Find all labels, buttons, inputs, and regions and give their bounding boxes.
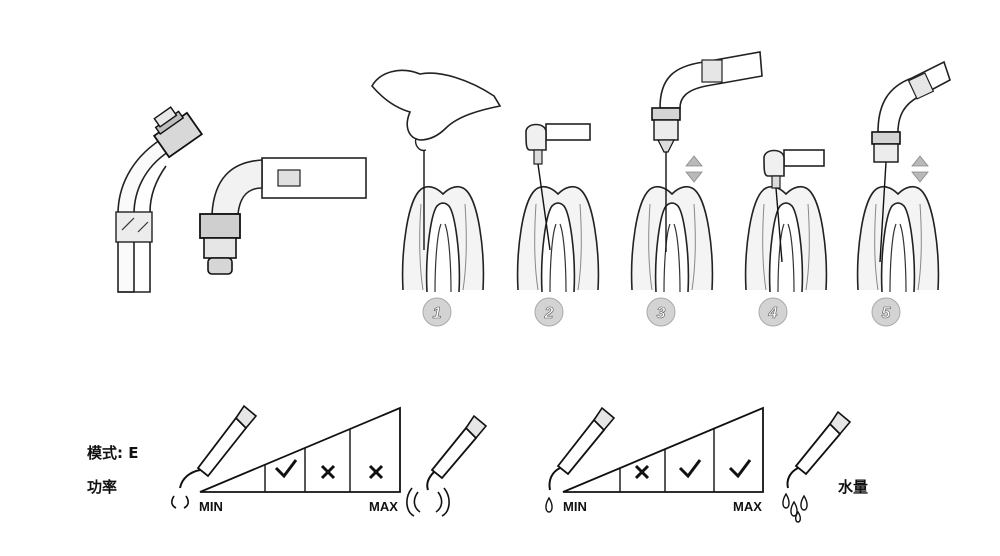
power-mark-2-cross <box>320 464 336 480</box>
step-number-5: 5 <box>882 305 892 322</box>
water-panel <box>545 406 852 523</box>
step-badge-3 <box>646 297 676 327</box>
power-mark-1-check <box>274 459 298 479</box>
step-5-illustration <box>856 60 951 293</box>
power-min-tip-icon <box>171 404 258 509</box>
step-badge-1 <box>422 297 452 327</box>
power-label: 功率 <box>87 478 118 496</box>
step-number-4: 4 <box>768 305 778 322</box>
step-4-illustration <box>744 149 828 293</box>
power-min-label: MIN <box>199 499 223 514</box>
power-max-tip-icon <box>406 414 488 517</box>
step-3-illustration <box>630 51 763 293</box>
power-panel <box>171 404 488 517</box>
step-number-3: 3 <box>657 305 666 322</box>
water-mark-3-check <box>728 459 752 479</box>
step-1-illustration <box>371 69 502 293</box>
step-2-illustration <box>516 123 600 293</box>
water-mark-1-cross <box>634 464 650 480</box>
water-label: 水量 <box>838 478 869 496</box>
mode-label: 模式: E <box>87 444 139 462</box>
step-badge-2 <box>534 297 564 327</box>
step-badge-4 <box>758 297 788 327</box>
water-min-tip-icon <box>545 406 616 513</box>
power-max-label: MAX <box>369 499 398 514</box>
curved-tip-illustration <box>115 106 204 293</box>
water-max-label: MAX <box>733 499 762 514</box>
power-mark-3-cross <box>368 464 384 480</box>
step-badge-5 <box>871 297 901 327</box>
water-mark-2-check <box>678 459 702 479</box>
step-number-1: 1 <box>433 305 442 322</box>
water-min-label: MIN <box>563 499 587 514</box>
water-max-tip-icon <box>782 410 852 523</box>
step-badges: 1 2 3 4 5 <box>422 297 901 327</box>
angled-tip-illustration <box>199 157 367 275</box>
step-number-2: 2 <box>544 305 554 322</box>
